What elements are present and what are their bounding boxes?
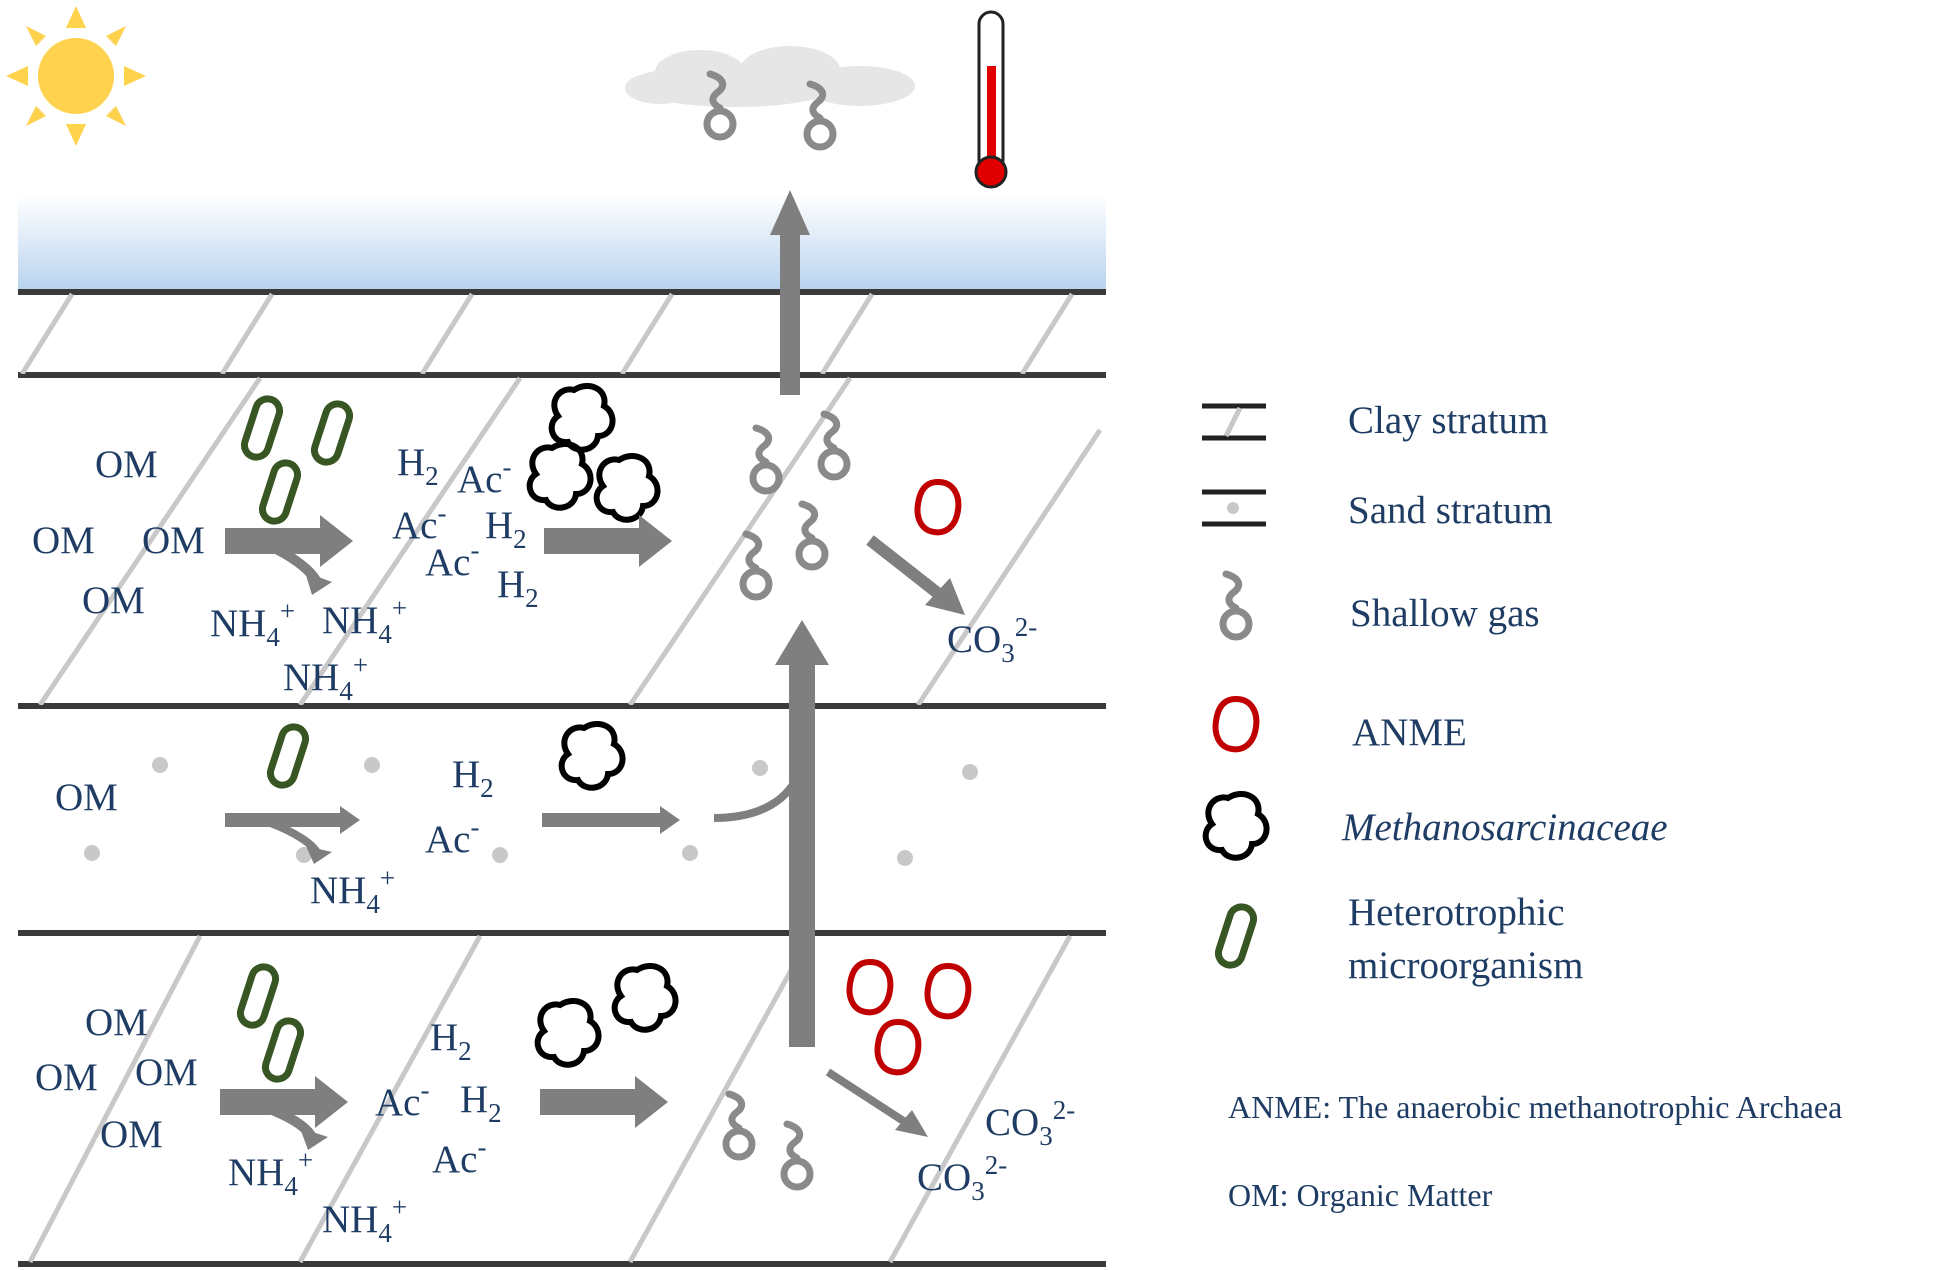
- anme-icon: [878, 1022, 919, 1072]
- legend-heterotroph-label-2: microorganism: [1348, 944, 1583, 987]
- om-label: OM: [35, 1056, 98, 1099]
- anme-icon: [850, 962, 891, 1012]
- shallow-gas-icon: [743, 534, 769, 597]
- legend-anme-label: ANME: [1352, 711, 1467, 754]
- svg-text:NH4+: NH4+: [210, 596, 295, 652]
- sun-icon: [6, 6, 146, 146]
- carbonate-label: CO32-: [985, 1095, 1075, 1151]
- anme-icon: [928, 966, 969, 1016]
- ammonium-labels: NH4+ NH4+ NH4+: [210, 593, 407, 706]
- clay-stratum-hatch: [27, 934, 1073, 1264]
- svg-text:NH4+: NH4+: [322, 1192, 407, 1248]
- fermentation-arrow: [225, 806, 360, 864]
- heterotroph-icon: [1215, 904, 1256, 968]
- gas-branch-curve: [713, 768, 804, 822]
- heterotroph-icon: [311, 401, 352, 465]
- om-label: OM: [85, 1001, 148, 1044]
- svg-text:NH4+: NH4+: [283, 650, 368, 706]
- cloud-icon: [625, 46, 915, 107]
- strata-boundaries: [18, 289, 1106, 1267]
- legend: Clay stratum Sand stratum Shallow gas AN…: [1202, 399, 1668, 987]
- methanosarcinaceae-icon: [552, 386, 613, 450]
- clay-stratum-hatch: [37, 376, 1103, 705]
- methanogenesis-arrow: [542, 806, 680, 834]
- organic-matter-labels: OM OM OM OM: [32, 443, 205, 622]
- methanogenesis-arrow: [540, 1076, 668, 1128]
- carbonate-label: CO32-: [917, 1150, 1007, 1206]
- methanosarcinaceae-icon: [538, 1001, 599, 1065]
- legend-heterotroph-label-1: Heterotrophic: [1348, 891, 1565, 934]
- shallow-gas-icon: [1223, 574, 1249, 637]
- heterotroph-icon: [237, 964, 278, 1028]
- svg-text:Ac-: Ac-: [375, 1075, 429, 1124]
- ammonification-arrowhead: [305, 572, 332, 595]
- organic-matter-labels: OM OM OM OM: [35, 1001, 198, 1156]
- abbreviation-notes: ANME: The anaerobic methanotrophic Archa…: [1228, 1089, 1842, 1213]
- legend-sand-icon: [1202, 489, 1266, 527]
- gas-migration-arrow: [770, 190, 829, 1047]
- legend-clay-label: Clay stratum: [1348, 399, 1548, 442]
- ammonium-labels: NH4+ NH4+: [228, 1145, 407, 1248]
- heterotroph-icon: [267, 724, 308, 788]
- svg-text:NH4+: NH4+: [322, 593, 407, 649]
- sand-stratum-dots: [84, 757, 978, 866]
- shallow-gas-icon: [821, 414, 847, 477]
- oxidation-arrow: [866, 535, 965, 615]
- shallow-gas-icon: [753, 428, 779, 491]
- legend-clay-icon: [1202, 403, 1266, 441]
- om-label: OM: [142, 519, 205, 562]
- fermentation-products: H2 Ac- H2 Ac-: [375, 1016, 502, 1181]
- svg-text:NH4+: NH4+: [228, 1145, 313, 1201]
- water-surface: [18, 195, 1106, 291]
- hydrogen-label: H2: [452, 753, 494, 803]
- shallow-gas-icon: [784, 1124, 810, 1187]
- om-label: OM: [95, 443, 158, 486]
- carbonate-label: CO32-: [947, 612, 1037, 668]
- svg-text:Ac-: Ac-: [432, 1132, 486, 1181]
- om-label: OM: [32, 519, 95, 562]
- methanosarcinaceae-icon: [1206, 794, 1267, 858]
- fermentation-products: H2 Ac- Ac- H2 Ac- H2: [392, 441, 539, 613]
- methanosarcinaceae-icon: [615, 966, 676, 1030]
- methanosarcinaceae-icon: [597, 456, 658, 520]
- legend-gas-label: Shallow gas: [1350, 592, 1540, 635]
- anme-definition: ANME: The anaerobic methanotrophic Archa…: [1228, 1089, 1842, 1125]
- methanosarcinaceae-icon: [530, 444, 591, 508]
- methanosarcinaceae-icon: [562, 724, 623, 788]
- legend-methanosarcinaceae-label: Methanosarcinaceae: [1341, 806, 1668, 849]
- acetate-label: Ac-: [425, 812, 479, 861]
- om-label: OM: [82, 579, 145, 622]
- svg-text:H2: H2: [430, 1016, 472, 1066]
- svg-text:H2: H2: [460, 1078, 502, 1128]
- methanogenesis-arrow: [544, 515, 672, 567]
- ammonification-arrowhead: [300, 1128, 328, 1150]
- thermometer-icon: [974, 10, 1008, 189]
- anme-icon: [918, 482, 959, 532]
- svg-text:Ac-: Ac-: [457, 452, 511, 501]
- ammonium-label: NH4+: [310, 863, 395, 919]
- anme-icon: [1216, 699, 1257, 749]
- heterotroph-icon: [262, 1018, 303, 1082]
- svg-text:Ac-: Ac-: [425, 535, 479, 584]
- svg-text:Ac-: Ac-: [392, 498, 446, 547]
- oxidation-arrow: [825, 1068, 928, 1137]
- heterotroph-icon: [259, 460, 300, 524]
- svg-text:H2: H2: [497, 563, 539, 613]
- shallow-gas-icon: [726, 1094, 752, 1157]
- clay-stratum-hatch: [19, 292, 1075, 374]
- om-label: OM: [100, 1113, 163, 1156]
- legend-sand-label: Sand stratum: [1348, 489, 1553, 532]
- om-definition: OM: Organic Matter: [1228, 1177, 1493, 1213]
- shallow-gas-icon: [799, 504, 825, 567]
- svg-text:H2: H2: [397, 441, 439, 491]
- om-label: OM: [55, 776, 118, 819]
- heterotroph-icon: [241, 396, 282, 460]
- svg-text:H2: H2: [485, 504, 527, 554]
- om-label: OM: [135, 1051, 198, 1094]
